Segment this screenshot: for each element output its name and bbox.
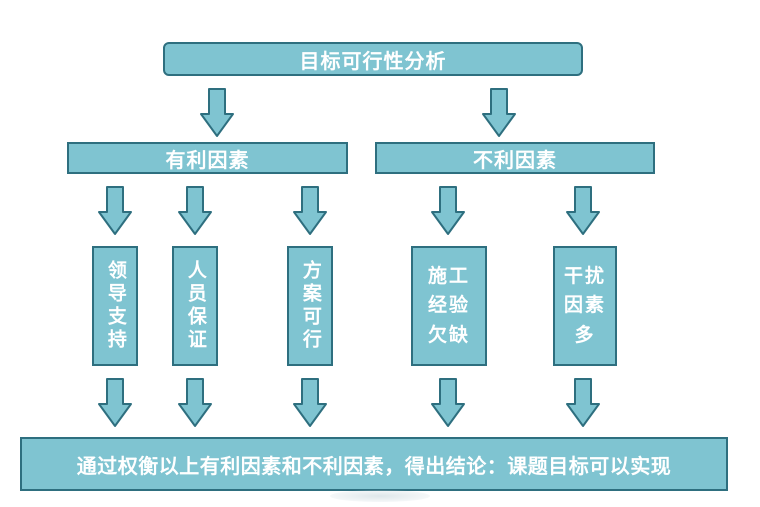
factor-lack-of-construction-experience: 施工 经验 欠缺 [411, 246, 487, 366]
title-text: 目标可行性分析 [299, 48, 447, 73]
arrow-down-icon [199, 88, 235, 138]
factor-label: 干扰 因素 多 [563, 264, 606, 346]
arrow-down-icon [292, 378, 328, 428]
factor-leadership-support: 领导支持 [92, 246, 138, 366]
title-box: 目标可行性分析 [163, 42, 583, 76]
arrow-down-icon [481, 88, 517, 138]
factor-many-interference: 干扰 因素 多 [553, 246, 617, 366]
factor-label: 领导支持 [104, 260, 127, 352]
arrow-down-icon [292, 186, 328, 236]
arrow-down-icon [430, 378, 466, 428]
unfavorable-factors-label: 不利因素 [473, 147, 557, 172]
factor-label: 人员保证 [184, 260, 207, 352]
conclusion-box: 通过权衡以上有利因素和不利因素，得出结论：课题目标可以实现 [20, 437, 728, 491]
unfavorable-factors-box: 不利因素 [375, 142, 655, 174]
factor-plan-feasible: 方案可行 [287, 246, 333, 366]
arrow-down-icon [177, 186, 213, 236]
conclusion-text: 通过权衡以上有利因素和不利因素，得出结论：课题目标可以实现 [76, 453, 672, 478]
factor-staff-assurance: 人员保证 [172, 246, 218, 366]
arrow-down-icon [430, 186, 466, 236]
arrow-down-icon [177, 378, 213, 428]
arrow-down-icon [565, 378, 601, 428]
arrow-down-icon [97, 186, 133, 236]
arrow-down-icon [565, 186, 601, 236]
factor-label: 施工 经验 欠缺 [427, 264, 470, 346]
reflection-shadow [330, 490, 430, 502]
arrow-down-icon [97, 378, 133, 428]
factor-label: 方案可行 [299, 260, 322, 352]
favorable-factors-label: 有利因素 [165, 147, 250, 172]
favorable-factors-box: 有利因素 [67, 142, 348, 174]
